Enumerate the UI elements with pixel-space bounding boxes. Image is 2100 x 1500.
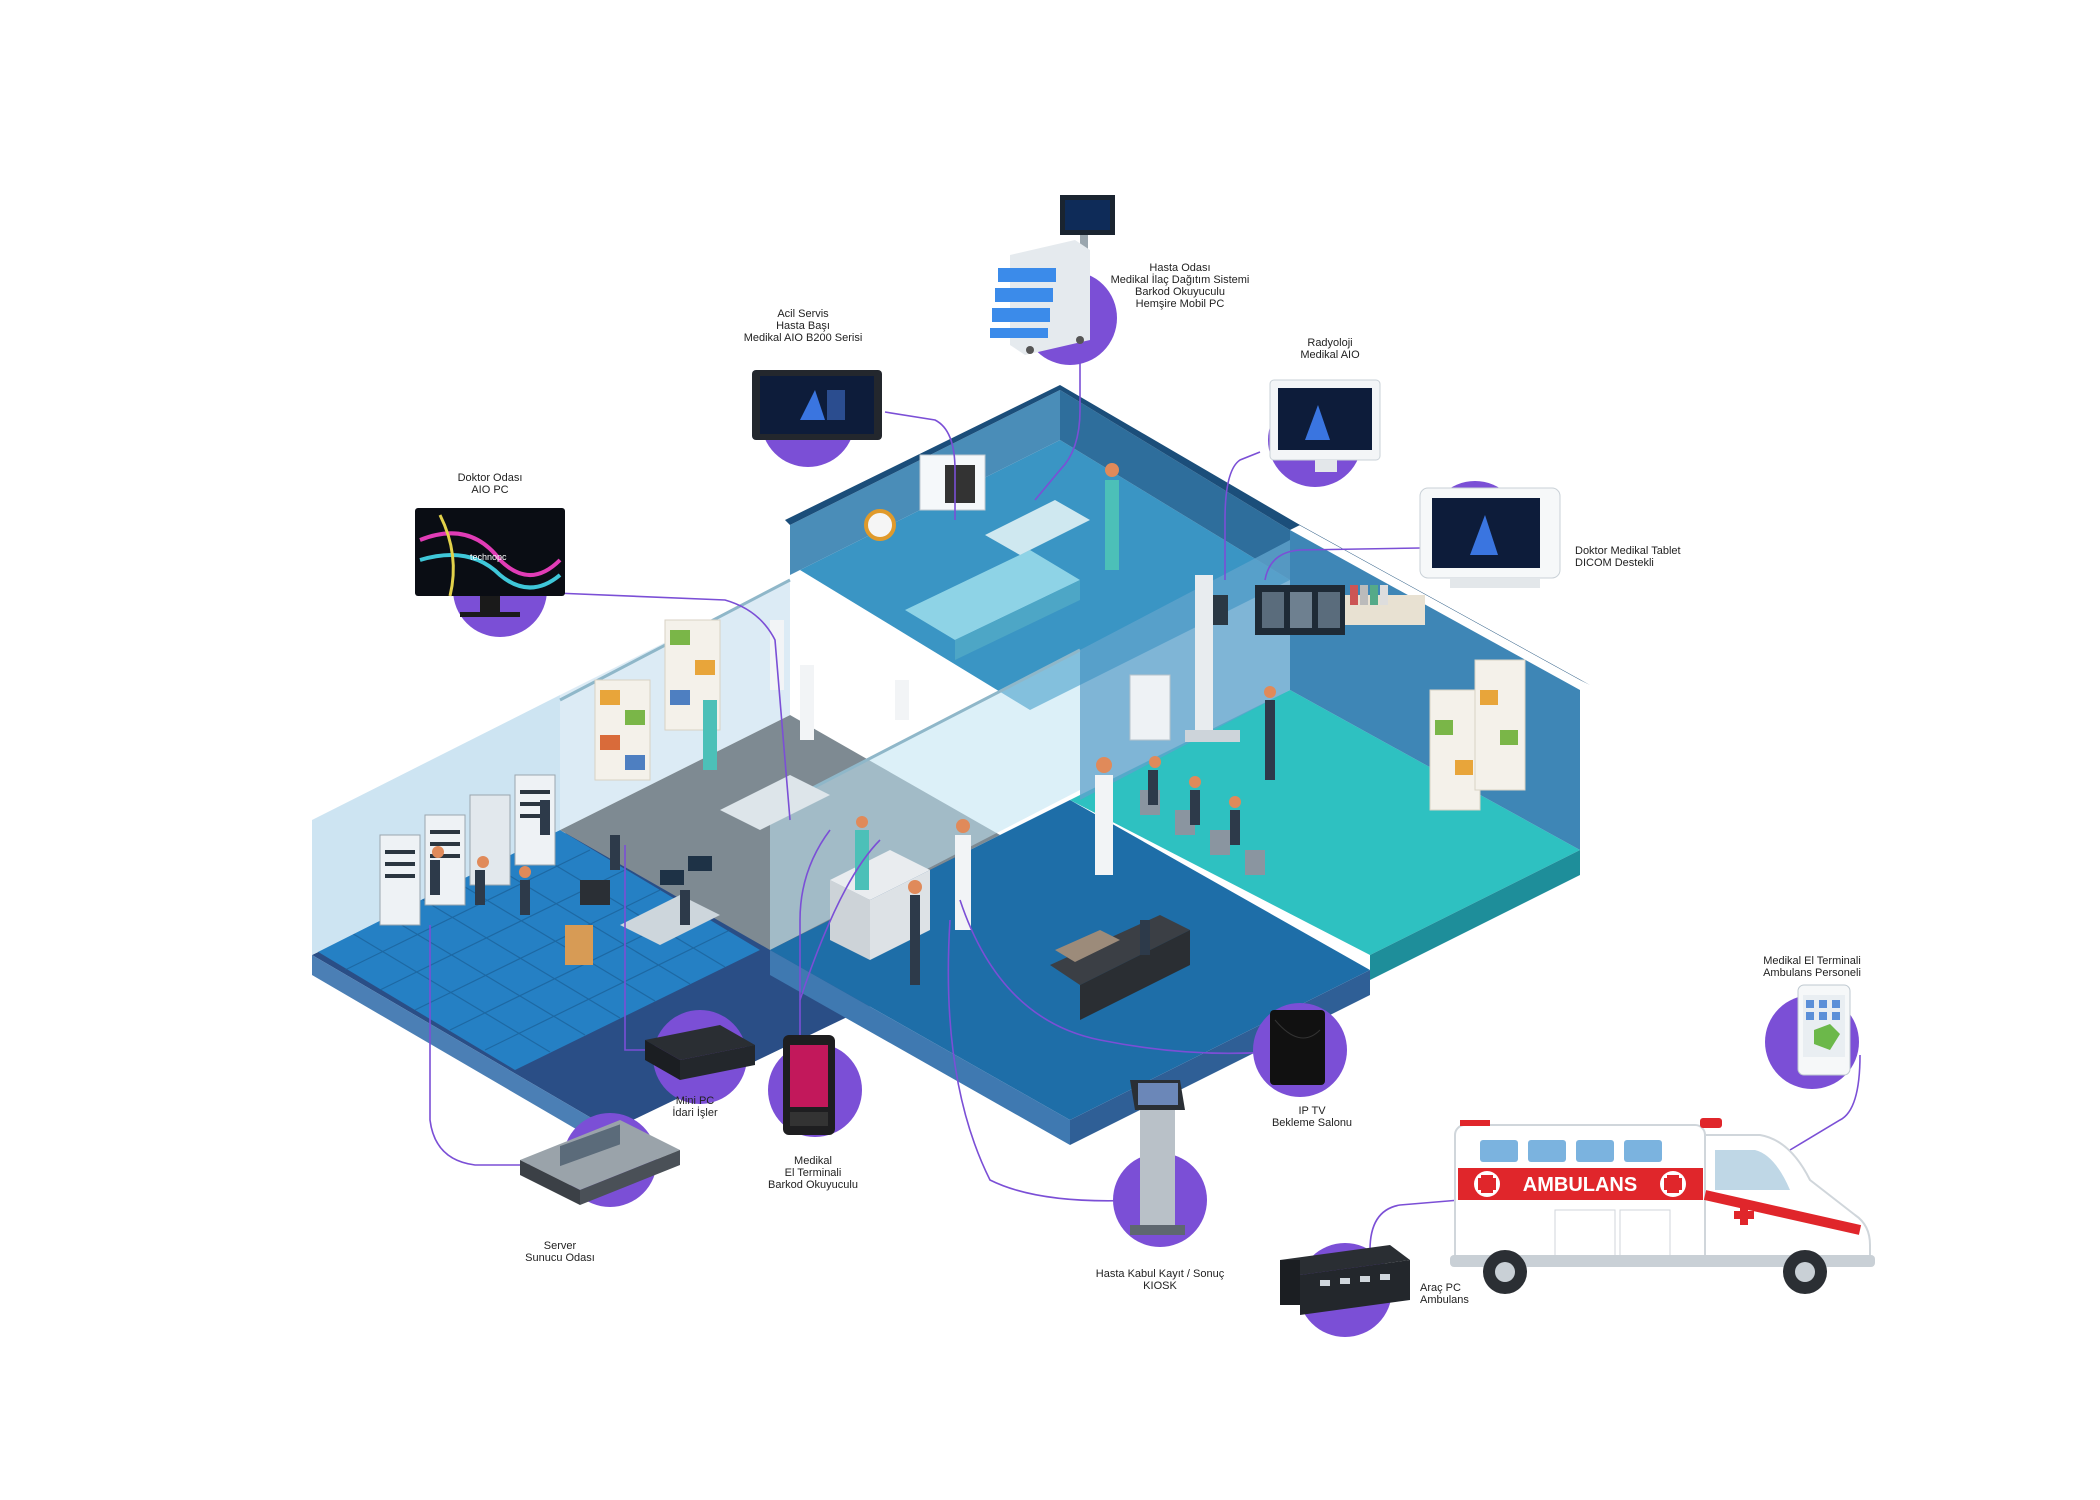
medical-aio-icon xyxy=(752,370,882,440)
vehicle-pc-icon xyxy=(1280,1245,1410,1315)
rugged-handheld-icon xyxy=(783,1035,835,1135)
main-hall-side-left xyxy=(770,950,1070,1145)
label-line: İdari İşler xyxy=(672,1107,718,1119)
radiology-floor xyxy=(1070,690,1580,955)
label-ambulans-terminal: Medikal El Terminali Ambulans Personeli xyxy=(1763,955,1861,979)
label-doktor-odasi: Doktor Odası AIO PC xyxy=(458,472,523,496)
label-line: AIO PC xyxy=(471,484,509,496)
label-line: Doktor Medikal Tablet xyxy=(1575,545,1681,557)
radiology-side xyxy=(1370,850,1580,980)
label-doktor-tablet: Doktor Medikal Tablet DICOM Destekli xyxy=(1575,545,1681,569)
label-mini-pc: Mini PC İdari İşler xyxy=(672,1095,717,1119)
label-line: El Terminali xyxy=(784,1167,842,1179)
connector-lines xyxy=(429,345,1861,1251)
ip-tv-box-icon xyxy=(1270,1010,1325,1085)
label-line: Ambulans Personeli xyxy=(1763,967,1861,979)
red-cross-icon xyxy=(1474,1171,1686,1197)
label-line: Server xyxy=(543,1240,577,1252)
server-racks xyxy=(379,774,556,926)
ambulance: AMBULANS xyxy=(1450,1118,1875,1294)
rack-server-icon xyxy=(520,1120,680,1205)
label-line: Hasta Kabul Kayıt / Sonuç xyxy=(1095,1268,1225,1280)
device-badges: technopc xyxy=(415,195,1859,1337)
label-el-terminali: Medikal El Terminali Barkod Okuyuculu xyxy=(768,1155,858,1191)
medical-tablet-icon xyxy=(1419,487,1561,588)
label-line: DICOM Destekli xyxy=(1575,557,1654,569)
server-room-side xyxy=(312,955,612,1150)
furniture xyxy=(379,454,1526,1020)
label-line: Hasta Odası xyxy=(1149,262,1211,274)
upper-back-wall-right xyxy=(1060,390,1290,580)
medication-cart-icon xyxy=(990,195,1115,355)
label-line: Medikal AIO xyxy=(1300,349,1360,361)
label-line: Mini PC xyxy=(675,1095,715,1107)
label-line: Acil Servis xyxy=(777,308,829,320)
radiology-aio-icon xyxy=(1269,379,1381,472)
label-radyoloji: Radyoloji Medikal AIO xyxy=(1300,337,1359,361)
label-server: Server Sunucu Odası xyxy=(525,1240,595,1264)
label-kiosk: Hasta Kabul Kayıt / Sonuç KIOSK xyxy=(1096,1268,1224,1292)
label-line: Medikal El Terminali xyxy=(1763,955,1861,967)
ambulance-label: AMBULANS xyxy=(1523,1174,1637,1196)
label-line: Medikal xyxy=(794,1155,832,1167)
kiosk-icon xyxy=(1130,1080,1185,1235)
label-line: Sunucu Odası xyxy=(525,1252,595,1264)
label-arac-pc: Araç PC Ambulans xyxy=(1420,1282,1469,1306)
label-acil-servis: Acil Servis Hasta Başı Medikal AIO B200 … xyxy=(744,308,863,344)
label-line: Barkod Okuyuculu xyxy=(768,1179,858,1191)
label-line: Barkod Okuyuculu xyxy=(1135,286,1225,298)
label-line: KIOSK xyxy=(1143,1280,1177,1292)
label-line: Ambulans xyxy=(1420,1294,1469,1306)
label-line: Hasta Başı xyxy=(776,320,830,332)
label-line: Radyoloji xyxy=(1307,337,1353,349)
label-ip-tv: IP TV Bekleme Salonu xyxy=(1272,1105,1352,1129)
people xyxy=(430,463,1276,985)
label-line: IP TV xyxy=(1298,1105,1326,1117)
label-line: Araç PC xyxy=(1420,1282,1461,1294)
label-line: Medikal AIO B200 Serisi xyxy=(743,332,863,344)
aio-pc-icon: technopc xyxy=(415,508,565,617)
mini-pc-icon xyxy=(645,1025,755,1080)
monitor-brand-text: technopc xyxy=(470,552,507,562)
handheld-terminal-icon xyxy=(1797,984,1851,1076)
label-hasta-odasi: Hasta Odası Medikal İlaç Dağıtım Sistemi… xyxy=(1111,262,1250,310)
label-line: Doktor Odası xyxy=(457,472,523,484)
label-line: Bekleme Salonu xyxy=(1271,1117,1353,1129)
label-line: Hemşire Mobil PC xyxy=(1135,298,1225,310)
label-line: Medikal İlaç Dağıtım Sistemi xyxy=(1110,274,1250,286)
radiology-wall-top xyxy=(1290,520,1590,685)
